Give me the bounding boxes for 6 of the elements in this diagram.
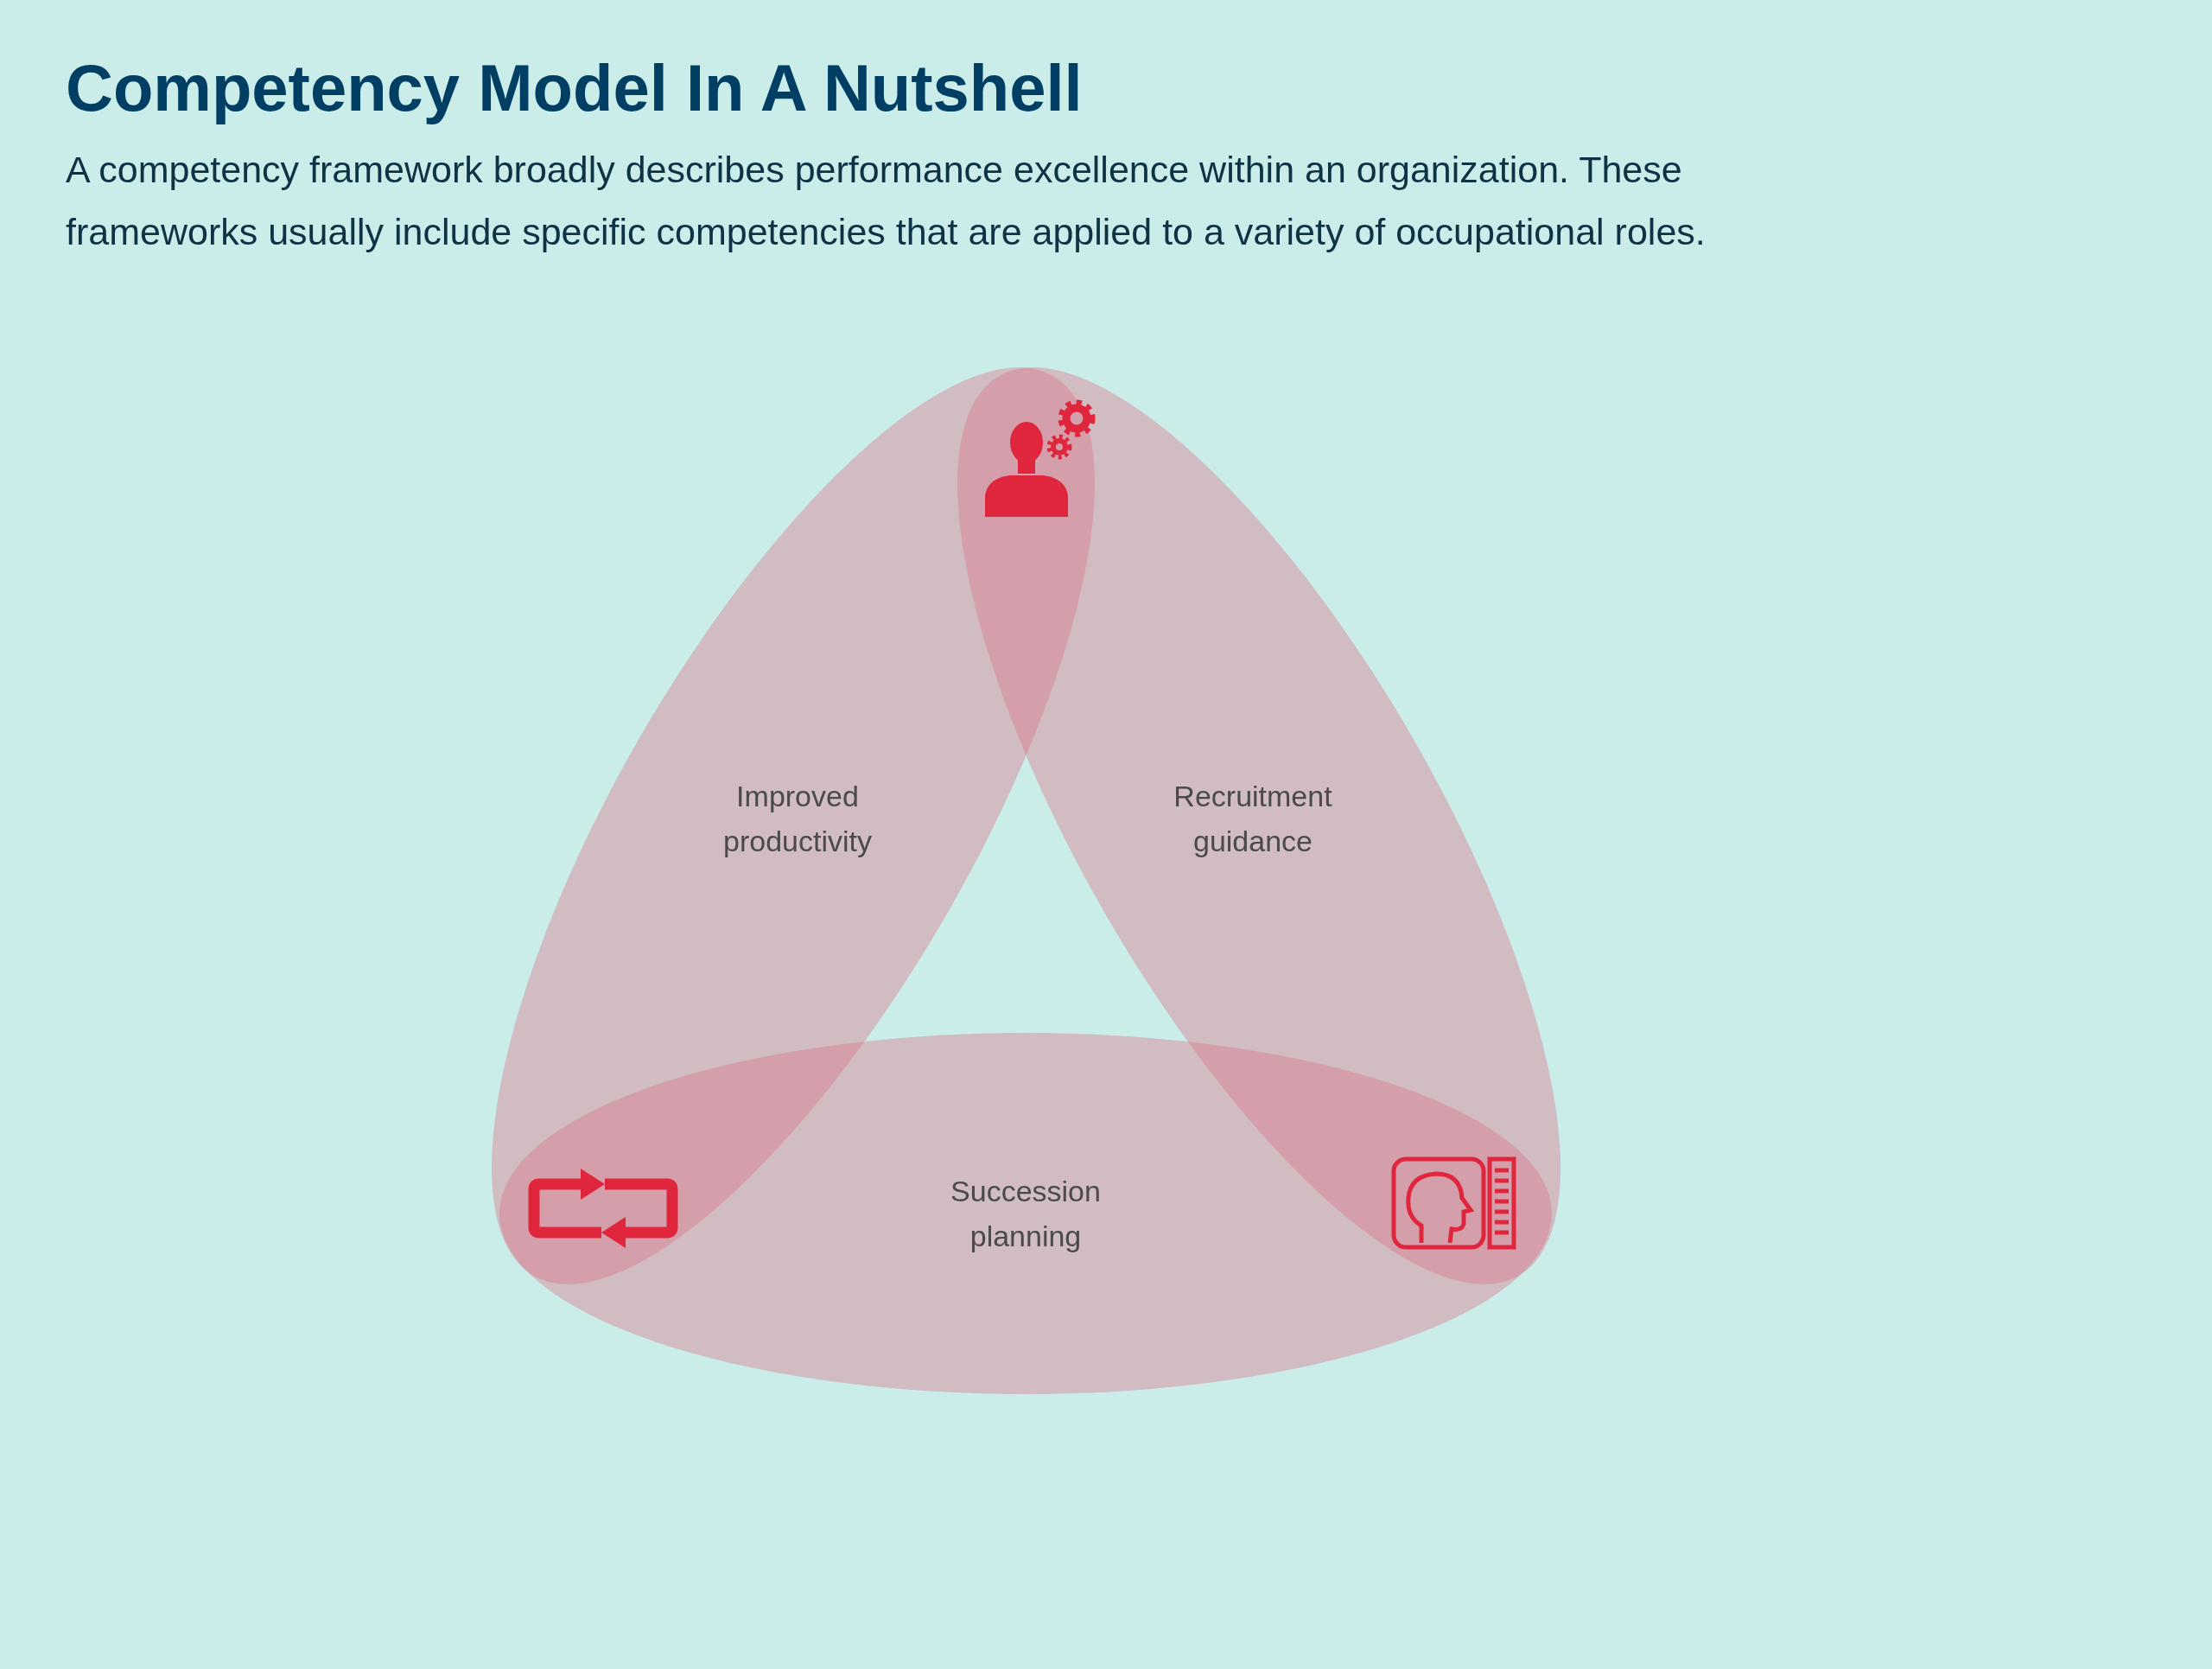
ellipse-label: Succession planning	[950, 1174, 1102, 1254]
title: Competency Model In A Nutshell	[66, 50, 1083, 125]
description-text: A competency framework broadly describes performance excellence within an organization. These frameworks usually include specific competencies that are applied to a variety of occupational roles.	[66, 148, 1707, 254]
ellipse	[499, 1033, 1552, 1394]
ellipse-label: Recruitment guidance	[1173, 779, 1333, 859]
ellipse-label: Improved productivity	[722, 779, 873, 859]
